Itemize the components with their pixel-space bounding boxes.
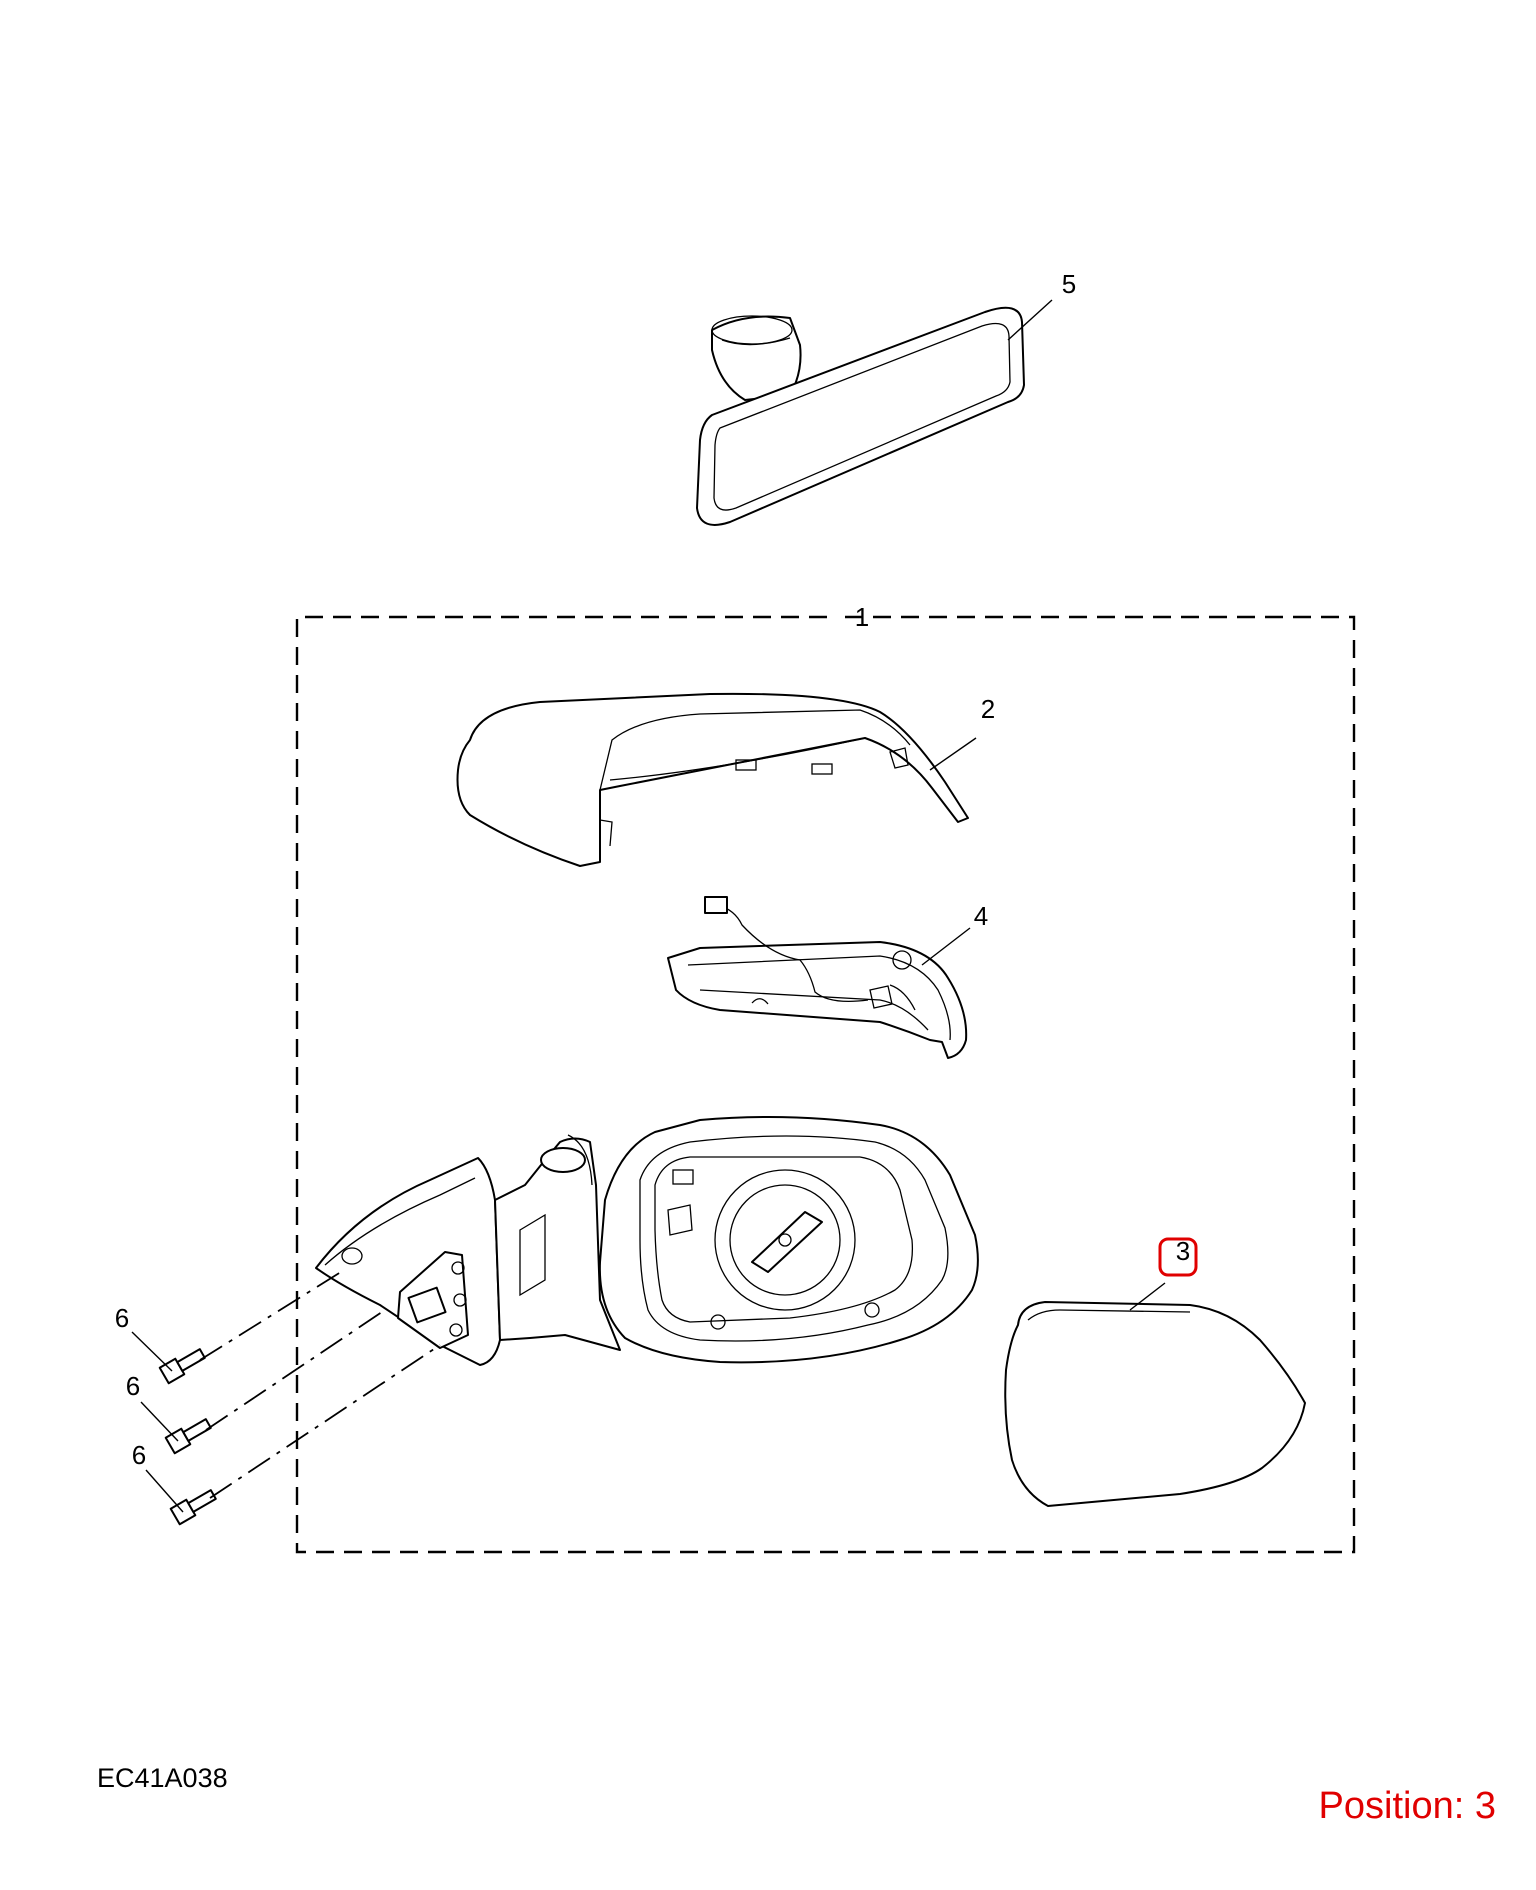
assembly-boundary (295, 615, 1356, 1554)
selected-callout-highlight (1158, 1237, 1198, 1277)
callout-5: 5 (1062, 269, 1076, 299)
callout-2: 2 (981, 694, 995, 724)
mirror-glass-icon[interactable] (1004, 1301, 1306, 1507)
callout-6-top: 6 (115, 1303, 129, 1333)
callout-1: 1 (855, 602, 869, 632)
mirror-cover-cap-icon[interactable] (456, 692, 969, 867)
drawing-code: EC41A038 (97, 1763, 228, 1793)
callout-6-middle: 6 (126, 1371, 140, 1401)
fixing-lines (199, 1269, 441, 1499)
callout-4: 4 (974, 901, 988, 931)
exterior-mirror-housing-icon[interactable] (315, 1115, 979, 1366)
callout-6-bottom: 6 (132, 1440, 146, 1470)
side-indicator-lamp-icon[interactable] (667, 896, 968, 1059)
leader-lines (131, 299, 1166, 1513)
callout-3: 3 (1176, 1236, 1190, 1266)
interior-rear-view-mirror-icon[interactable] (696, 306, 1025, 526)
screw-icon[interactable] (158, 1346, 207, 1385)
position-label: Position: 3 (1318, 1785, 1496, 1827)
